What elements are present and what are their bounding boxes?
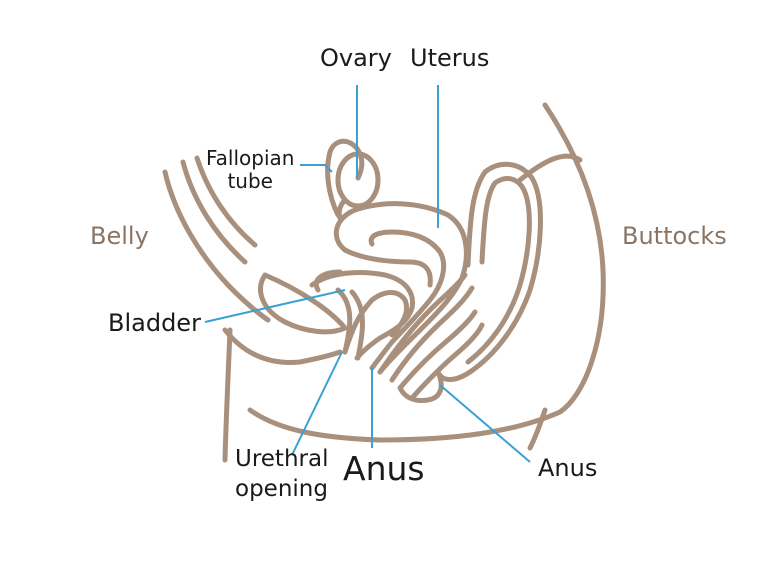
label-anus-center: Anus <box>343 449 425 488</box>
fallopian-leader <box>300 164 333 173</box>
back-buttock-outline <box>247 102 606 443</box>
leader-lines <box>204 85 531 463</box>
label-uterus: Uterus <box>410 44 490 72</box>
fallopian-tube <box>325 138 365 218</box>
belly-inner-line-2 <box>194 155 258 248</box>
label-belly: Belly <box>90 222 149 250</box>
bladder-shape <box>309 269 416 361</box>
label-fallopian-line2: tube <box>227 169 273 193</box>
label-urethral-line1: Urethral <box>235 446 329 472</box>
label-fallopian-tube: Fallopian tube <box>206 147 294 193</box>
urethra-path <box>335 287 365 361</box>
label-bladder: Bladder <box>108 309 201 337</box>
vaginal-canal <box>377 272 475 383</box>
pubic-pad <box>258 272 348 335</box>
bladder-leader <box>204 289 346 323</box>
label-buttocks: Buttocks <box>622 222 727 250</box>
belly-inner-line <box>180 159 248 265</box>
rectum-shape <box>435 161 543 382</box>
front-leg-outline <box>222 327 233 463</box>
uterus-fundus-curve <box>342 247 433 288</box>
anal-canal <box>397 309 485 403</box>
ovary-stem <box>336 197 348 221</box>
label-fallopian-line1: Fallopian <box>206 146 295 170</box>
anus-right-leader <box>439 384 531 463</box>
coccyx-line <box>517 153 583 183</box>
uterus-shape <box>333 201 469 375</box>
label-urethral-line2: opening <box>235 476 328 503</box>
urethral-leader <box>291 351 343 456</box>
uterus-inner <box>368 229 447 371</box>
label-urethral-opening: Urethral opening <box>235 444 328 505</box>
anatomy-outline <box>162 102 606 463</box>
buttock-lower-fold <box>527 407 548 451</box>
label-ovary: Ovary <box>320 44 392 72</box>
belly-outer-line <box>162 169 271 323</box>
perineum-outline <box>222 327 343 366</box>
label-anus-right: Anus <box>538 454 598 482</box>
